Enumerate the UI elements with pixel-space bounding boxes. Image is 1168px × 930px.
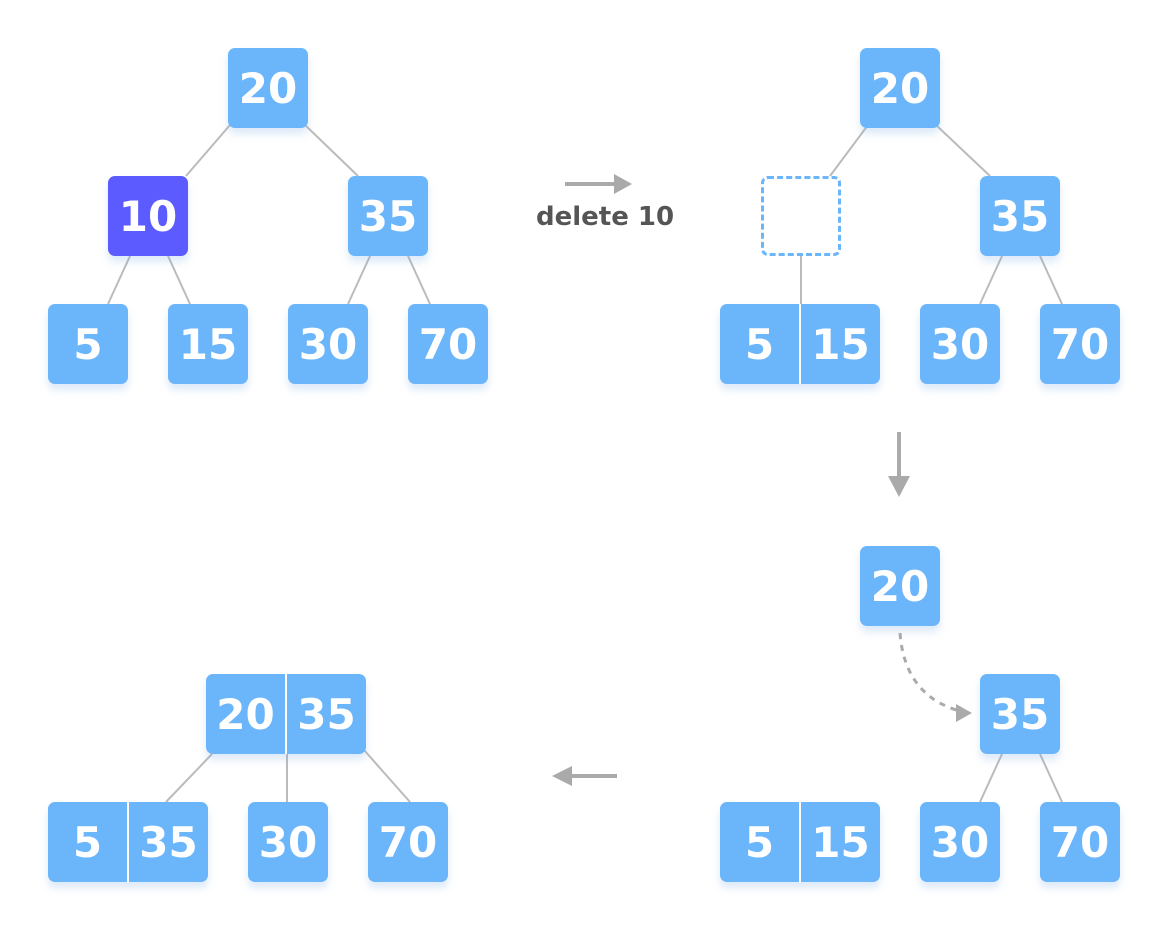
step3-root-node: 20 <box>860 546 940 626</box>
key-divider <box>127 802 129 882</box>
step1-right-node: 35 <box>348 176 428 256</box>
step1-leaf-node: 5 <box>48 304 128 384</box>
node-value: 70 <box>418 319 478 369</box>
node-value: 30 <box>298 319 358 369</box>
node-key: 20 <box>216 689 275 739</box>
node-value: 10 <box>118 191 178 241</box>
node-value: 70 <box>378 817 438 867</box>
step4-root-node: 20 35 <box>206 674 366 754</box>
node-key: 35 <box>297 689 356 739</box>
node-value: 30 <box>258 817 318 867</box>
node-key: 5 <box>744 319 775 369</box>
node-value: 20 <box>238 63 298 113</box>
node-value: 30 <box>930 817 990 867</box>
step4-leaf-node: 30 <box>248 802 328 882</box>
node-value: 20 <box>870 561 930 611</box>
step3-leaf-node: 70 <box>1040 802 1120 882</box>
node-value: 15 <box>178 319 238 369</box>
key-divider <box>285 674 287 754</box>
step2-merged-node: 5 15 <box>720 304 880 384</box>
node-value: 5 <box>73 319 103 369</box>
step2-leaf-node: 30 <box>920 304 1000 384</box>
down-arrow <box>888 432 910 497</box>
step1-root-node: 20 <box>228 48 308 128</box>
node-key: 15 <box>811 817 870 867</box>
node-value: 70 <box>1050 817 1110 867</box>
node-value: 30 <box>930 319 990 369</box>
key-divider <box>799 802 801 882</box>
step2-leaf-node: 70 <box>1040 304 1120 384</box>
node-value: 20 <box>870 63 930 113</box>
step1-leaf-node: 30 <box>288 304 368 384</box>
step4-leaf-node: 70 <box>368 802 448 882</box>
step4-edges <box>165 749 411 803</box>
node-value: 70 <box>1050 319 1110 369</box>
step2-empty-node <box>761 176 841 256</box>
step1-leaf-node: 15 <box>168 304 248 384</box>
key-divider <box>799 304 801 384</box>
step4-merged-node: 5 35 <box>48 802 208 882</box>
delete-label: delete 10 <box>536 202 675 232</box>
step2-root-node: 20 <box>860 48 940 128</box>
node-value: 35 <box>990 191 1050 241</box>
node-value: 35 <box>358 191 418 241</box>
step3-right-node: 35 <box>980 674 1060 754</box>
step1-leaf-node: 70 <box>408 304 488 384</box>
node-key: 5 <box>72 817 103 867</box>
step3-merged-node: 5 15 <box>720 802 880 882</box>
node-key: 5 <box>744 817 775 867</box>
node-key: 15 <box>811 319 870 369</box>
left-arrow <box>552 766 617 786</box>
delete-arrow <box>565 174 632 194</box>
node-key: 35 <box>139 817 198 867</box>
node-value: 35 <box>990 689 1050 739</box>
step1-deleted-node: 10 <box>108 176 188 256</box>
step2-right-node: 35 <box>980 176 1060 256</box>
step3-leaf-node: 30 <box>920 802 1000 882</box>
